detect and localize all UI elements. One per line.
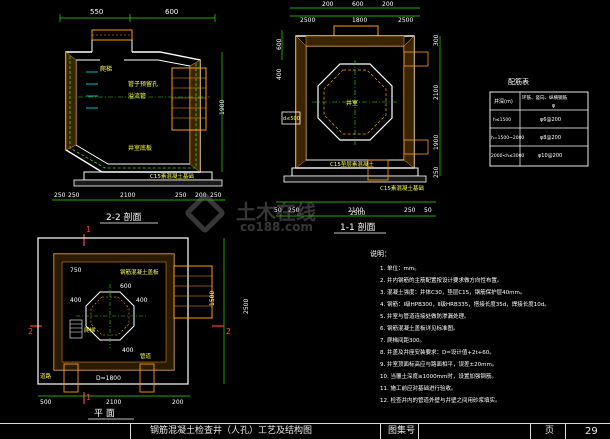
plan-bottom-dim-3: 200	[172, 399, 184, 406]
plan-label-cover: 钢筋混凝土盖板	[120, 268, 159, 276]
rebar-header-phi: φ	[552, 103, 556, 109]
s11-bottom-dim-3: 2100	[348, 207, 363, 214]
note-3: 3. 混凝土强度：井体C30，垫层C15，钢筋保护层40mm。	[380, 288, 525, 296]
note-6: 6. 钢筋混凝土盖板详见标准图。	[380, 324, 459, 332]
note-5: 5. 井室与管道连接处做防渗漏处理。	[380, 312, 470, 320]
s22-top-dim-1: 550	[90, 8, 103, 16]
s11-caption: 1-1 剖面	[340, 221, 376, 233]
note-10: 10. 当覆土深度≥1000mm时，设置加强钢筋。	[380, 372, 497, 380]
plan-right-dim-1: 2500	[243, 299, 250, 314]
watermark-sub-text: co188.com	[240, 220, 313, 234]
plan-dim-400b: 400	[136, 297, 148, 304]
s11-bottom-dim-5: 50	[424, 207, 432, 214]
notes-block: 说明： 1. 单位：mm。 2. 井内钢筋的主筋配置按设计要求做方向性布置。 3…	[370, 249, 550, 404]
s11-top-dim-2: 600	[352, 1, 364, 8]
s22-bottom-dim-1: 250	[54, 192, 66, 199]
s11-pipe-label: d≤500	[283, 116, 300, 122]
s11-right-dim-4: 250	[433, 166, 440, 178]
title-block-page-label: 页	[545, 426, 555, 436]
s11-label-found: C15素混凝土基础	[380, 184, 424, 192]
s11-top2-dim-3: 2500	[398, 17, 413, 24]
rebar-header-bars: 环筋、竖向、纵横钢筋	[522, 94, 567, 101]
s22-bottom-dim-5: 200	[195, 192, 207, 199]
s11-right-dim-1: 300	[433, 34, 440, 46]
plan-bottom-dim-1: 500	[40, 399, 52, 406]
s11-top2-dim-1: 2500	[300, 17, 315, 24]
plan-caption: 平 面	[94, 408, 115, 419]
note-9: 9. 井室顶面标高应与路面相平，误差±20mm。	[380, 360, 497, 368]
s22-bottom-dim-2: 250	[68, 192, 80, 199]
rebar-row-1-depth: h≤1500	[493, 117, 511, 123]
s11-top-dim-3: 200	[382, 1, 394, 8]
plan-right-dim-2: 1500	[209, 291, 216, 306]
s11-label-chamber: 井室	[346, 99, 358, 107]
s22-label-base: C15素混凝土基础	[150, 172, 194, 180]
plan-dim-d1800: D=1800	[96, 375, 121, 382]
s22-label-pipe-hole: 管子预留孔	[128, 80, 158, 88]
notes-heading: 说明：	[370, 249, 391, 258]
s22-bottom-dim-4: 250	[175, 192, 187, 199]
rebar-row-1-value: φ6@200	[540, 117, 561, 123]
s22-bottom-dim-6: 250	[210, 192, 222, 199]
plan-dim-750: 750	[70, 267, 82, 274]
s22-label-ladder: 爬梯	[100, 65, 112, 73]
note-2: 2. 井内钢筋的主筋配置按设计要求做方向性布置。	[380, 276, 503, 284]
note-1: 1. 单位：mm。	[380, 264, 420, 272]
s22-bottom-dim-3: 2100	[120, 192, 135, 199]
s22-top-dim-2: 600	[165, 8, 178, 16]
plan-view: 1 1 2 2 750 400 400 600 400	[28, 225, 250, 420]
rebar-table: 配筋表 井深(m) 环筋、竖向、纵横钢筋 φ h≤1500 φ6@200 h=1…	[489, 77, 589, 167]
watermark-main-text: 土木在线	[236, 200, 316, 224]
rebar-header-depth: 井深(m)	[494, 98, 513, 105]
note-12: 12. 检查井内的管道外壁与井壁之间用砂浆填实。	[380, 396, 501, 404]
rebar-row-3-value: φ10@200	[538, 153, 562, 159]
plan-mark-1b: 1	[86, 393, 91, 402]
rebar-row-2-value: φ8@200	[540, 135, 561, 141]
title-block-title: 钢筋混凝土检查井（人孔）工艺及结构图	[150, 426, 313, 436]
note-7: 7. 爬梯间距300。	[380, 336, 425, 344]
s11-left-dim-1: 600	[276, 38, 283, 50]
s11-bottom-dim-1: 50	[274, 207, 282, 214]
section-1-1: 200 600 200 2500 1800 2500 600 400 井室 d≤…	[274, 1, 441, 234]
s22-label-floor: 井室底板	[128, 144, 152, 152]
s22-label-overflow: 溢流管	[128, 92, 146, 100]
s11-right-dim-3: 1900	[433, 135, 440, 150]
title-block: 钢筋混凝土检查井（人孔）工艺及结构图 图集号 页 29	[0, 423, 610, 439]
rebar-row-3-depth: 2000<h≤3000	[491, 153, 524, 159]
rebar-table-title: 配筋表	[508, 77, 529, 86]
plan-mark-2a: 2	[28, 327, 33, 336]
plan-label-ladder: 爬梯	[84, 326, 96, 334]
plan-label-pipe: 管道	[140, 352, 152, 360]
plan-bottom-dim-2: 2100	[106, 399, 121, 406]
s22-right-dim: 1900	[219, 100, 226, 115]
section-2-2: 550 600 爬梯 管子预留孔 溢	[52, 8, 226, 224]
s11-top-dim-1: 200	[322, 1, 334, 8]
s11-right-dim-2: 2100	[433, 85, 440, 100]
note-8: 8. 井盖及井座安装要求：D=设计值+2t+60。	[380, 348, 495, 356]
s22-caption: 2-2 剖面	[106, 211, 142, 223]
s11-top2-dim-2: 1800	[352, 17, 367, 24]
s11-left-dim-2: 400	[276, 68, 283, 80]
s11-label-base: C15垫层素混凝土	[330, 160, 374, 168]
s11-bottom-dim-2: 250	[288, 207, 300, 214]
plan-mark-1a: 1	[86, 225, 91, 234]
s11-bottom-total: 2500	[350, 210, 365, 217]
rebar-row-2-depth: h=1500~2000	[491, 135, 524, 141]
note-4: 4. 钢筋：Ⅰ级HPB300，Ⅱ级HRB335，搭接长度35d，焊接长度10d。	[380, 300, 550, 308]
title-block-page-no: 29	[585, 426, 598, 437]
s11-bottom-dim-4: 250	[404, 207, 416, 214]
title-block-drawing-no-label: 图集号	[388, 426, 416, 436]
plan-mark-2b: 2	[226, 327, 231, 336]
plan-dim-400c: 400	[122, 347, 134, 354]
plan-dim-600: 600	[120, 283, 132, 290]
note-11: 11. 施工前应对基础进行验收。	[380, 384, 457, 392]
plan-dim-400a: 400	[70, 297, 82, 304]
plan-label-road: 道路	[40, 372, 52, 380]
